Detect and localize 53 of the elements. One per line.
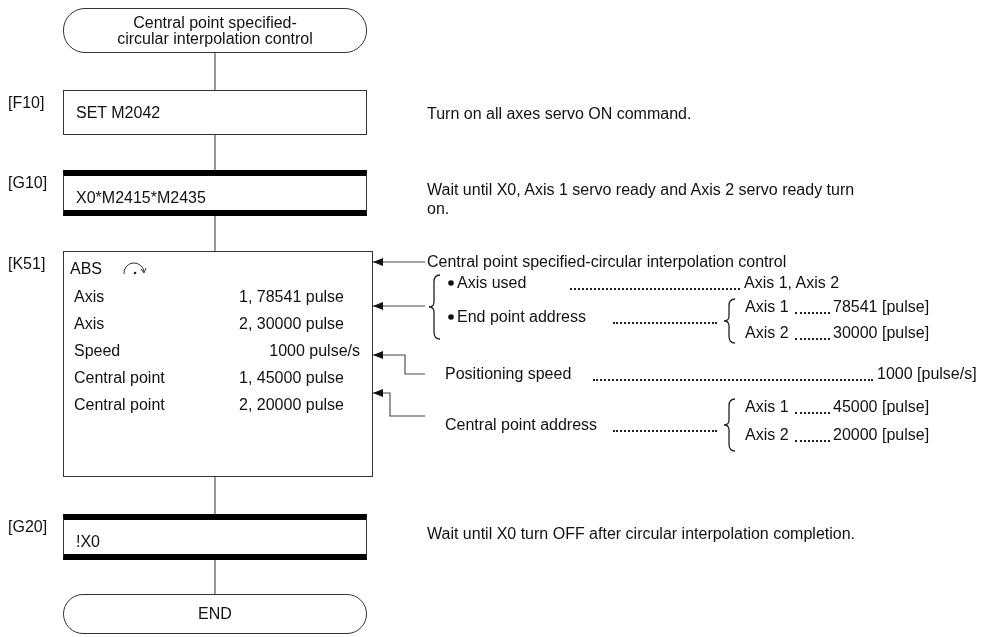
- terminal-box: [63, 594, 367, 634]
- step-command: !X0: [76, 533, 100, 551]
- parameter-value: 1000 pulse/s: [269, 342, 360, 360]
- leader-line: [372, 351, 426, 375]
- terminal-text: Central point specified-circular interpolation control: [116, 14, 314, 47]
- flow-line: [214, 52, 216, 91]
- flow-line: [214, 476, 216, 515]
- parameter-name: Speed: [74, 342, 121, 360]
- annotation-value: Axis 1, Axis 2: [744, 274, 840, 292]
- leader-line: [372, 389, 426, 417]
- step-label: [G10]: [8, 174, 48, 192]
- step-comment: Turn on all axes servo ON command.: [427, 104, 693, 123]
- process-box: [63, 90, 367, 135]
- axis-label: Axis 1: [745, 298, 789, 316]
- annotation-text: Central point address: [445, 416, 598, 434]
- flow-line: [214, 134, 216, 171]
- transition-box: [63, 170, 367, 216]
- instruction-name: ABS: [70, 260, 102, 278]
- annotation-value: 78541 [pulse]: [833, 298, 930, 316]
- axis-label: Axis 1: [745, 398, 789, 416]
- annotation-value: 45000 [pulse]: [833, 398, 930, 416]
- step-label: [G20]: [8, 518, 48, 536]
- annotation-value: 1000 [pulse/s]: [877, 365, 977, 383]
- step-command: SET M2042: [76, 104, 161, 122]
- parameter-value: 1, 78541 pulse: [239, 288, 344, 306]
- step-comment: Wait until X0, Axis 1 servo ready and Axis 2 servo ready turn on.: [427, 180, 856, 218]
- motion-box: [63, 251, 373, 477]
- parameter-value: 2, 20000 pulse: [239, 396, 344, 414]
- annotation-text: Positioning speed: [445, 365, 572, 383]
- annotation-text: Axis used: [457, 274, 527, 292]
- axis-label: Axis 2: [745, 426, 789, 444]
- annotation-text: Central point specified-circular interpolation control: [427, 253, 787, 271]
- flow-line: [214, 215, 216, 252]
- terminal-box: [63, 8, 367, 53]
- parameter-name: Axis: [74, 288, 105, 306]
- step-command: X0*M2415*M2435: [76, 189, 206, 207]
- step-comment: Wait until X0 turn OFF after circular interpolation completion.: [427, 524, 857, 543]
- flow-line: [214, 559, 216, 595]
- parameter-name: Central point: [74, 369, 165, 387]
- step-label: [F10]: [8, 94, 45, 112]
- annotation-value: 20000 [pulse]: [833, 426, 930, 444]
- parameter-value: 2, 30000 pulse: [239, 315, 344, 333]
- annotation-text: End point address: [457, 308, 586, 326]
- leader-line: [372, 302, 426, 310]
- parameter-name: Axis: [74, 315, 105, 333]
- annotation-value: 30000 [pulse]: [833, 324, 930, 342]
- parameter-value: 1, 45000 pulse: [239, 369, 344, 387]
- transition-box: [63, 514, 367, 560]
- terminal-text: END: [197, 606, 233, 622]
- axis-label: Axis 2: [745, 324, 789, 342]
- step-label: [K51]: [8, 255, 46, 273]
- parameter-name: Central point: [74, 396, 165, 414]
- leader-line: [372, 258, 426, 266]
